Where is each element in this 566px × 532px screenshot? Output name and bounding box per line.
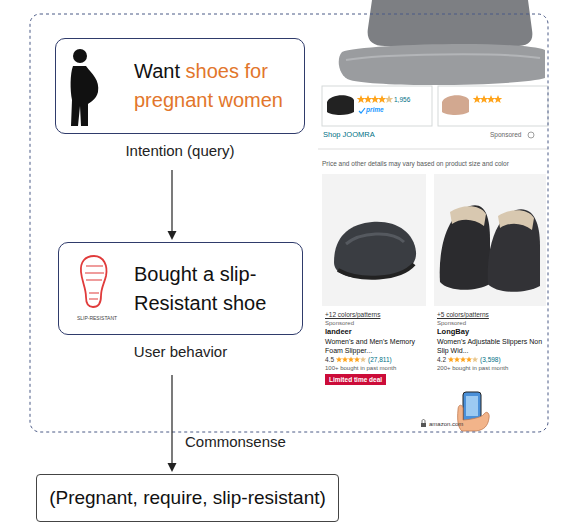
node-text: (Pregnant, require, slip-resistant): [49, 487, 326, 508]
intention-box: Wantshoes for pregnant women: [55, 38, 305, 134]
star-rating: [448, 356, 478, 363]
screenshot-text: 200+ bought in past month: [437, 365, 508, 372]
star: [342, 357, 348, 363]
star: [360, 357, 366, 363]
box-text: Bought a slip-Resistant shoe: [134, 260, 294, 318]
connector-line: [171, 375, 172, 464]
screenshot-text: LongBay: [437, 328, 469, 337]
product-column: +5 colors/patternsSponsoredLongBayWomen'…: [437, 311, 545, 373]
screenshot-text: (27,811): [368, 356, 392, 363]
product-row: +12 colors/patterns: [325, 311, 425, 318]
screenshot-text: 100+ bought in past month: [325, 365, 396, 372]
screenshot-text: Limited time deal: [325, 374, 386, 384]
arrow-head: [168, 231, 177, 240]
star: [466, 357, 472, 363]
product-row: Sponsored: [437, 320, 545, 327]
product-row: Limited time deal: [325, 373, 425, 384]
box-caption: Intention (query): [55, 142, 305, 160]
screenshot-text: (3,598): [480, 356, 501, 363]
screenshot-text: prime: [366, 106, 384, 113]
product-row: 4.5 (27,811): [325, 356, 425, 363]
screenshot-text: Sponsored: [437, 320, 466, 327]
icon-caption: SLIP-RESISTANT: [63, 315, 131, 321]
star: [348, 357, 354, 363]
connector: [168, 170, 177, 240]
lock-icon: [421, 420, 426, 428]
product-row: Sponsored: [325, 320, 425, 327]
screenshot-text: Sponsored: [325, 320, 354, 327]
screenshot-text: Shop JOOMRA: [323, 131, 375, 140]
box-text: Wantshoes for pregnant women: [134, 57, 296, 115]
screenshot-text: 1,956: [394, 96, 410, 103]
star: [472, 357, 478, 363]
screenshot-text: Sponsored: [490, 131, 521, 138]
screenshot-text: 4.5: [325, 356, 334, 363]
commonsense-box: (Pregnant, require, slip-resistant): [36, 474, 339, 522]
behavior-box-node: Bought a slip-Resistant shoeSLIP-RESISTA…: [58, 242, 303, 361]
product-row: 4.2 (3,598): [437, 356, 545, 363]
star: [336, 357, 342, 363]
intention-box-node: Wantshoes for pregnant womenIntention (q…: [55, 38, 305, 160]
thumbnail-cards: [322, 86, 548, 126]
commonsense-box-node: (Pregnant, require, slip-resistant): [36, 474, 339, 522]
box-caption: User behavior: [58, 343, 303, 361]
group-outline: [30, 14, 548, 432]
screenshot-text: 4.2: [437, 356, 446, 363]
star: [354, 357, 360, 363]
screenshot-text: Price and other details may vary based o…: [322, 160, 509, 167]
screenshot-text: Women's Adjustable Slippers Non Slip Wid…: [437, 338, 545, 354]
slip-resistant-icon: [81, 256, 107, 307]
screenshot-text: landeer: [325, 328, 352, 337]
product-row: LongBay: [437, 328, 545, 337]
screenshot-text: +5 colors/patterns: [437, 311, 489, 318]
node-text: Bought a slip-Resistant shoe: [134, 263, 266, 314]
product-photos: [322, 174, 546, 306]
behavior-box: Bought a slip-Resistant shoeSLIP-RESISTA…: [58, 242, 303, 335]
thumbnail-stars: [357, 95, 502, 103]
edge-label: Commonsense: [183, 433, 288, 450]
arrow-head: [168, 463, 177, 472]
product-row: Women's Adjustable Slippers Non Slip Wid…: [437, 338, 545, 354]
star: [454, 357, 460, 363]
product-row: Women's and Men's Memory Foam Slipper...: [325, 338, 425, 354]
star: [448, 357, 454, 363]
product-row: +5 colors/patterns: [437, 311, 545, 318]
product-row: landeer: [325, 328, 425, 337]
info-icon: [528, 132, 534, 138]
divider: [318, 149, 548, 150]
star-rating: [336, 356, 366, 363]
slide-photo: [339, 0, 545, 85]
pregnant-icon: [71, 49, 99, 126]
product-row: 200+ bought in past month: [437, 365, 545, 372]
node-text: Want: [134, 60, 180, 82]
screenshot-text: Women's and Men's Memory Foam Slipper...: [325, 338, 425, 354]
box-text: (Pregnant, require, slip-resistant): [49, 484, 326, 512]
connector-line: [171, 170, 172, 232]
star: [460, 357, 466, 363]
product-column: +12 colors/patternsSponsoredlandeerWomen…: [325, 311, 425, 386]
screenshot-text: +12 colors/patterns: [325, 311, 380, 318]
screenshot-text: amazon.com: [429, 421, 463, 428]
connector: [168, 375, 177, 472]
product-row: 100+ bought in past month: [325, 365, 425, 372]
